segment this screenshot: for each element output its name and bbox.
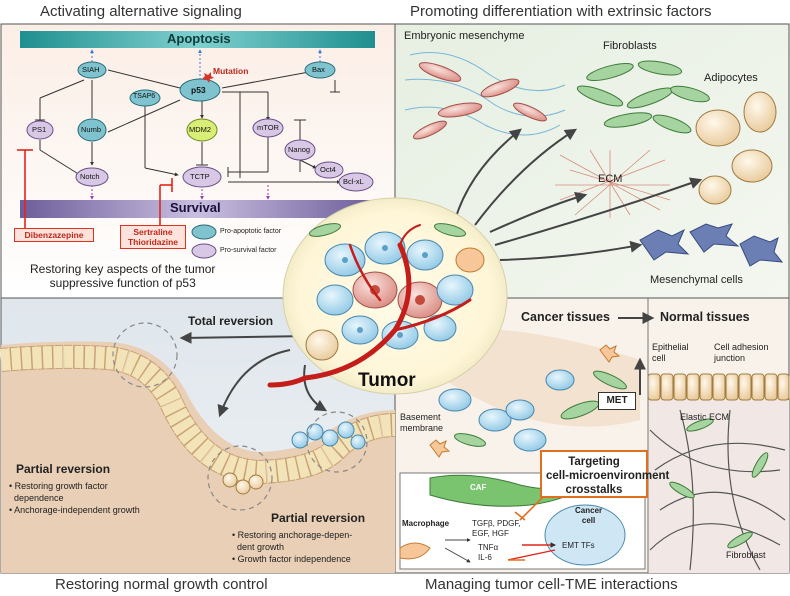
emt-tfs-label: EMT TFs <box>562 541 595 550</box>
node-oct4 <box>314 161 344 179</box>
survival-bar <box>20 200 375 218</box>
macrophage-label: Macrophage <box>402 519 450 528</box>
node-notch <box>75 167 109 187</box>
node-mdm2-label: MDM2 <box>189 125 212 134</box>
partial-reversion-right-title: Partial reversion <box>271 511 366 525</box>
fibroblasts-label: Fibroblasts <box>603 40 657 52</box>
cell-adhesion-label: Cell adhesion junction <box>714 342 769 363</box>
caf-label: CAF <box>470 483 487 492</box>
cytokines-label: TNFα IL-6 <box>478 543 499 562</box>
basement-membrane-label: Basement membrane <box>400 412 444 433</box>
fibroblast-label: Fibroblast <box>726 550 766 560</box>
growth-factors-label: TGFβ, PDGF, EGF, HGF <box>472 519 521 538</box>
node-nanog <box>284 139 316 161</box>
node-p53-label: p53 <box>191 85 206 95</box>
legend-pro-apoptotic: Pro-apoptotic factor <box>220 228 282 235</box>
mesenchymal-cells-label: Mesenchymal cells <box>650 274 743 286</box>
epithelium <box>0 341 396 573</box>
elastic-ecm-fibers <box>649 409 786 571</box>
title-signaling: Activating alternative signaling <box>40 3 242 20</box>
node-notch-label: Notch <box>80 172 100 181</box>
node-ps1-label: PS1 <box>32 125 47 134</box>
legend-pro-survival-icon <box>191 243 217 259</box>
normal-tissues-label: Normal tissues <box>660 310 750 324</box>
node-mtor-label: mTOR <box>257 123 279 132</box>
drug-sertraline-thioridazine: Sertraline Thioridazine <box>120 225 186 249</box>
met-box: MET <box>598 392 636 410</box>
partial-reversion-right-points: • Restoring anchorage-depen- dent growth… <box>232 530 353 564</box>
title-tme: Managing tumor cell-TME interactions <box>425 576 678 593</box>
epithelial-cell-label: Epithelial cell <box>652 342 689 363</box>
legend-pro-survival: Pro-survival factor <box>220 247 277 254</box>
targeting-box: Targeting cell-microenvironment crosstal… <box>540 450 669 498</box>
differentiation-arrows <box>454 128 703 261</box>
node-tsap6-label: TSAP6 <box>133 93 156 100</box>
apoptosis-arrows <box>90 49 322 80</box>
embryonic-mesenchyme-cells <box>404 52 566 140</box>
adipocytes-label: Adipocytes <box>704 72 758 84</box>
node-tctp-label: TCTP <box>190 172 210 181</box>
node-ps1 <box>26 120 54 140</box>
title-differentiation: Promoting differentiation with extrinsic… <box>410 3 712 20</box>
normal-tissue-area <box>648 400 789 573</box>
node-siah-label: SIAH <box>82 65 100 74</box>
adipocyte-cells <box>695 91 777 205</box>
legend-pro-apoptotic-icon <box>191 224 217 240</box>
growth-arrows <box>179 331 328 418</box>
title-growth: Restoring normal growth control <box>55 576 268 593</box>
node-numb <box>77 118 107 142</box>
reversion-circles <box>112 322 368 511</box>
node-tctp <box>182 166 222 188</box>
node-bax-label: Bax <box>312 65 325 74</box>
apoptosis-label: Apoptosis <box>167 31 231 46</box>
cancer-tissues-label: Cancer tissues <box>521 310 610 324</box>
node-tsap6 <box>129 89 161 107</box>
node-siah <box>77 61 107 79</box>
tumor-cells <box>305 223 485 361</box>
node-nanog-label: Nanog <box>288 145 311 154</box>
node-mdm2 <box>186 118 218 142</box>
tumor-label: Tumor <box>358 370 416 391</box>
partial-reversion-left-title: Partial reversion <box>16 462 111 476</box>
embryonic-mesenchyme-label: Embryonic mesenchyme <box>404 30 525 42</box>
partial-reversion-left-points: • Restoring growth factor dependence • A… <box>9 481 140 515</box>
node-bax <box>304 61 336 79</box>
cancer-cell-label: Cancer cell <box>575 506 603 525</box>
node-oct4-label: Oct4 <box>320 165 336 174</box>
node-numb-label: Numb <box>81 125 102 134</box>
signaling-nodes <box>26 61 374 192</box>
total-reversion-label: Total reversion <box>188 314 274 328</box>
met-arrows <box>618 312 655 395</box>
tumor-vessels <box>267 224 472 388</box>
drug-dibenzazepine: Dibenzazepine <box>14 228 94 242</box>
mutation-star <box>202 72 214 83</box>
signaling-caption: Restoring key aspects of the tumor suppr… <box>30 262 216 290</box>
normal-fibroblasts <box>669 418 769 549</box>
mutation-label: Mutation <box>213 66 249 76</box>
ecm-label: ECM <box>598 173 623 185</box>
drug-inhibition-lines <box>17 149 173 228</box>
node-p53 <box>179 78 221 102</box>
elastic-ecm-label: Elastic ECM <box>680 412 730 422</box>
survival-label: Survival <box>170 200 221 215</box>
node-bclxl <box>338 172 374 192</box>
node-bclxl-label: Bcl-xL <box>343 177 364 186</box>
node-mtor <box>252 118 284 138</box>
fibroblast-cells <box>576 60 710 134</box>
apoptosis-bar <box>20 31 375 48</box>
epithelial-cells-normal <box>647 373 790 401</box>
mesenchymal-cells <box>639 223 784 267</box>
